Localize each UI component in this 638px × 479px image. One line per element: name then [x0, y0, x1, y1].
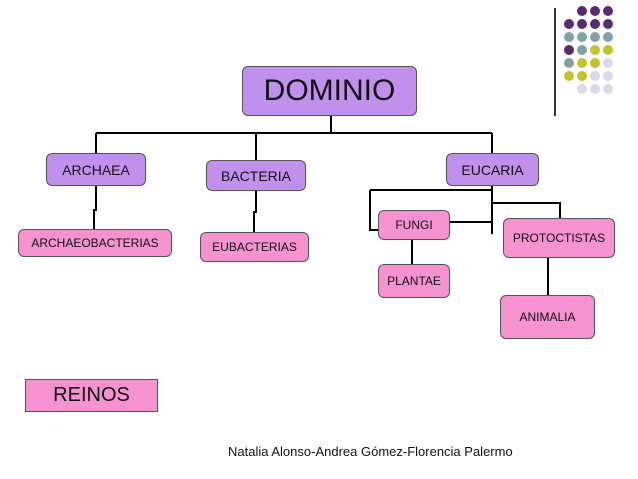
decorative-dot-grid	[564, 6, 613, 94]
animalia-label: ANIMALIA	[519, 310, 576, 324]
archaeobacterias-label: ARCHAEOBACTERIAS	[31, 236, 159, 250]
decorative-dot	[577, 6, 587, 16]
eucaria-label: EUCARIA	[461, 161, 524, 178]
decorative-dot	[590, 58, 600, 68]
decorative-dot	[590, 84, 600, 94]
plantae-box: PLANTAE	[378, 264, 450, 298]
decorative-dot	[577, 19, 587, 29]
bacteria-label: BACTERIA	[220, 167, 291, 184]
decorative-dot	[564, 19, 574, 29]
decorative-dot	[603, 32, 613, 42]
decorative-dot	[603, 71, 613, 81]
decorative-dot	[603, 6, 613, 16]
decorative-dot	[603, 19, 613, 29]
decorative-dot	[577, 32, 587, 42]
plantae-label: PLANTAE	[387, 274, 441, 288]
animalia-box: ANIMALIA	[500, 295, 595, 339]
eubacterias-label: EUBACTERIAS	[212, 240, 297, 254]
decorative-dot	[577, 84, 587, 94]
decorative-dot	[590, 45, 600, 55]
decorative-dot	[590, 71, 600, 81]
decorative-dot	[603, 45, 613, 55]
fungi-box: FUNGI	[378, 210, 450, 240]
eucaria-box: EUCARIA	[446, 153, 539, 186]
decorative-dot	[577, 71, 587, 81]
decorative-dot	[564, 32, 574, 42]
authors-credit: Natalia Alonso-Andrea Gómez-Florencia Pa…	[228, 444, 513, 459]
protoctistas-label: PROTOCTISTAS	[512, 231, 606, 245]
decorative-dot	[590, 19, 600, 29]
decorative-dot	[564, 58, 574, 68]
eubacterias-box: EUBACTERIAS	[200, 232, 309, 262]
decorative-dot	[603, 58, 613, 68]
decorative-dot	[603, 84, 613, 94]
reinos-legend-box: REINOS	[25, 379, 158, 412]
reinos-label: REINOS	[53, 384, 130, 406]
decorative-dot	[577, 58, 587, 68]
fungi-label: FUNGI	[395, 218, 433, 232]
decorative-dot	[564, 45, 574, 55]
decorative-dot	[564, 71, 574, 81]
dominio-box: DOMINIO	[242, 66, 417, 116]
decorative-dot	[590, 32, 600, 42]
decorative-dot	[577, 45, 587, 55]
decorative-dot	[590, 6, 600, 16]
decorative-divider-line	[554, 8, 556, 116]
archaeobacterias-box: ARCHAEOBACTERIAS	[18, 229, 172, 257]
archaea-label: ARCHAEA	[62, 161, 130, 178]
protoctistas-box: PROTOCTISTAS	[503, 218, 615, 258]
bacteria-box: BACTERIA	[206, 160, 306, 191]
archaea-box: ARCHAEA	[46, 153, 146, 186]
dominio-label: DOMINIO	[263, 74, 396, 107]
